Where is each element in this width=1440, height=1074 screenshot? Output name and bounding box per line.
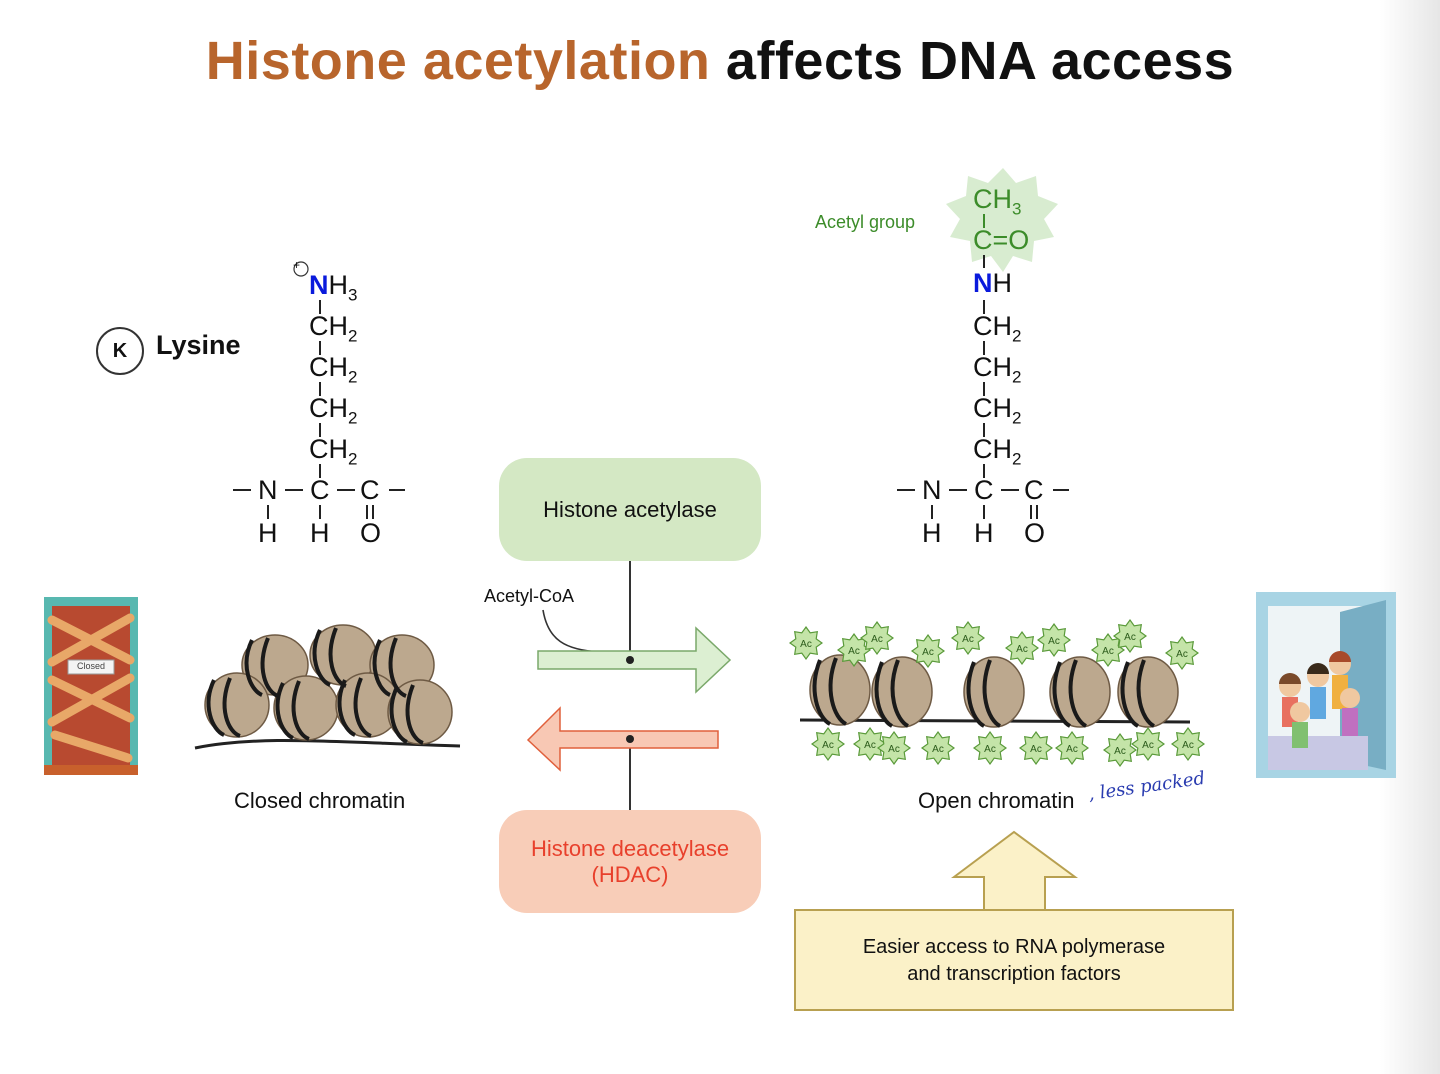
acetyl-tag-label: Ac [1102, 646, 1114, 657]
histone-acetylase-box: Histone acetylase [499, 458, 761, 561]
acetyl-tag-label: Ac [1124, 632, 1136, 643]
closed-chromatin-label: Closed chromatin [234, 788, 406, 813]
lysine-ch2-3: CH2 [309, 393, 358, 428]
lysine-backbone-c2: C [360, 475, 380, 505]
access-box-text: Easier access to RNA polymerase and tran… [795, 930, 1233, 992]
acetyl-tag-label: Ac [922, 647, 934, 658]
acetyl-backbone-c1: C [974, 475, 994, 505]
lysine-backbone-c1: C [310, 475, 330, 505]
acetyl-tag-icon [1112, 618, 1148, 654]
acetyl-tag-icon [836, 632, 872, 668]
acetyl-tag-icon [1170, 726, 1206, 762]
lysine-o: O [360, 518, 382, 548]
deacetylase-line1: Histone deacetylase [530, 835, 730, 861]
acetyl-backbone-n: N [922, 475, 942, 505]
acetyl-ch2-2: CH2 [973, 352, 1022, 387]
acetyl-ch2-1: CH2 [973, 311, 1022, 346]
acetyl-tag-icon [1004, 630, 1040, 666]
acetyl-h1: H [922, 518, 942, 548]
lysine-amine-n: N [309, 270, 329, 300]
acetyl-amide: NH [973, 268, 1012, 298]
acetyl-tag-icon [852, 726, 888, 762]
acetyl-lysine-bonds [897, 214, 1069, 519]
acetyl-coa-curve [542, 609, 601, 653]
acetyl-tag-icon [1018, 730, 1054, 766]
acetyl-group-label: Acetyl group [815, 212, 916, 232]
boarded-door-icon [44, 597, 138, 775]
access-arrow [951, 830, 1079, 911]
slide-title: Histone acetylation affects DNA access [0, 30, 1440, 92]
acetyl-tag-label: Ac [1176, 649, 1188, 660]
acetyl-tag-icon [788, 625, 824, 661]
acetyl-backbone-c2: C [1024, 475, 1044, 505]
door-closed-sign: Closed [76, 661, 105, 671]
acetyl-tag-icon [1054, 730, 1090, 766]
acetyl-tag-icon [920, 730, 956, 766]
acetyl-tag-icon [910, 633, 946, 669]
acetyl-tag-icon [1036, 622, 1072, 658]
positive-charge-icon [293, 261, 309, 277]
acetyl-ch2-3: CH2 [973, 393, 1022, 428]
lysine-h2: H [310, 518, 330, 548]
acetyl-tag-icon [859, 620, 895, 656]
access-line2: and transcription factors [907, 963, 1121, 985]
acetyl-ch3: CH3 [973, 184, 1022, 219]
acetyl-tag-icon [1164, 635, 1200, 671]
acetyl-tag-icon [972, 730, 1008, 766]
acetyl-tag-label: Ac [848, 646, 860, 657]
acetyl-tag-icon [1130, 726, 1166, 762]
acetyl-starburst-icon [946, 168, 1058, 272]
acetyl-tag-label: Ac [962, 634, 974, 645]
lysine-h1: H [258, 518, 278, 548]
acetyl-tag-label: Ac [822, 740, 834, 751]
acetyl-tag-label: Ac [800, 639, 812, 650]
closed-chromatin-icon [194, 624, 461, 750]
acetyl-carbonyl: C=O [973, 225, 1030, 255]
title-rest: affects DNA access [710, 31, 1235, 91]
open-door-icon [1256, 592, 1396, 778]
open-chromatin-label: Open chromatin [918, 788, 1075, 813]
access-line1: Easier access to RNA polymerase [862, 936, 1166, 958]
acetyl-tag-icon [810, 726, 846, 762]
access-box [794, 909, 1234, 1011]
acetyl-tag-label: Ac [1114, 746, 1126, 757]
positive-charge: + [293, 258, 301, 272]
acetyl-tag-icon [1090, 632, 1126, 668]
acetyl-tag-label: Ac [1030, 744, 1042, 755]
acetyl-tag-icon [1102, 732, 1138, 768]
lysine-label: Lysine [156, 330, 241, 360]
acetyl-tag-label: Ac [1048, 636, 1060, 647]
lysine-ch2-1: CH2 [309, 311, 358, 346]
lysine-letter-icon: K [96, 327, 144, 375]
acetyl-tag-label: Ac [1142, 740, 1154, 751]
acetyl-o: O [1024, 518, 1046, 548]
lysine-backbone-n: N [258, 475, 278, 505]
acetyl-ch2-4: CH2 [973, 434, 1022, 469]
histone-deacetylase-box: Histone deacetylase (HDAC) [499, 810, 761, 913]
lysine-ch2-2: CH2 [309, 352, 358, 387]
acetyl-tag-icon [876, 730, 912, 766]
acetyl-tag-label: Ac [984, 744, 996, 755]
acetyl-tag-label: Ac [1066, 744, 1078, 755]
acetyl-tag-label: Ac [864, 740, 876, 751]
acetyl-tag-label: Ac [871, 634, 883, 645]
deacetylase-line2: (HDAC) [591, 861, 669, 887]
deacetylation-arrow [526, 706, 719, 772]
acetyl-coa-label: Acetyl-CoA [484, 586, 575, 606]
lysine-ch2-4: CH2 [309, 434, 358, 469]
title-highlight: Histone acetylation [205, 31, 711, 91]
acetyl-tag-icon [950, 620, 986, 656]
acetyl-tag-label: Ac [1016, 644, 1028, 655]
page-edge-shadow [1380, 0, 1440, 1074]
acetyl-tag-label: Ac [932, 744, 944, 755]
lysine-bonds [233, 300, 405, 519]
acetyl-h2: H [974, 518, 994, 548]
acetyl-tag-label: Ac [1182, 740, 1194, 751]
acetyl-tag-label: Ac [888, 744, 900, 755]
